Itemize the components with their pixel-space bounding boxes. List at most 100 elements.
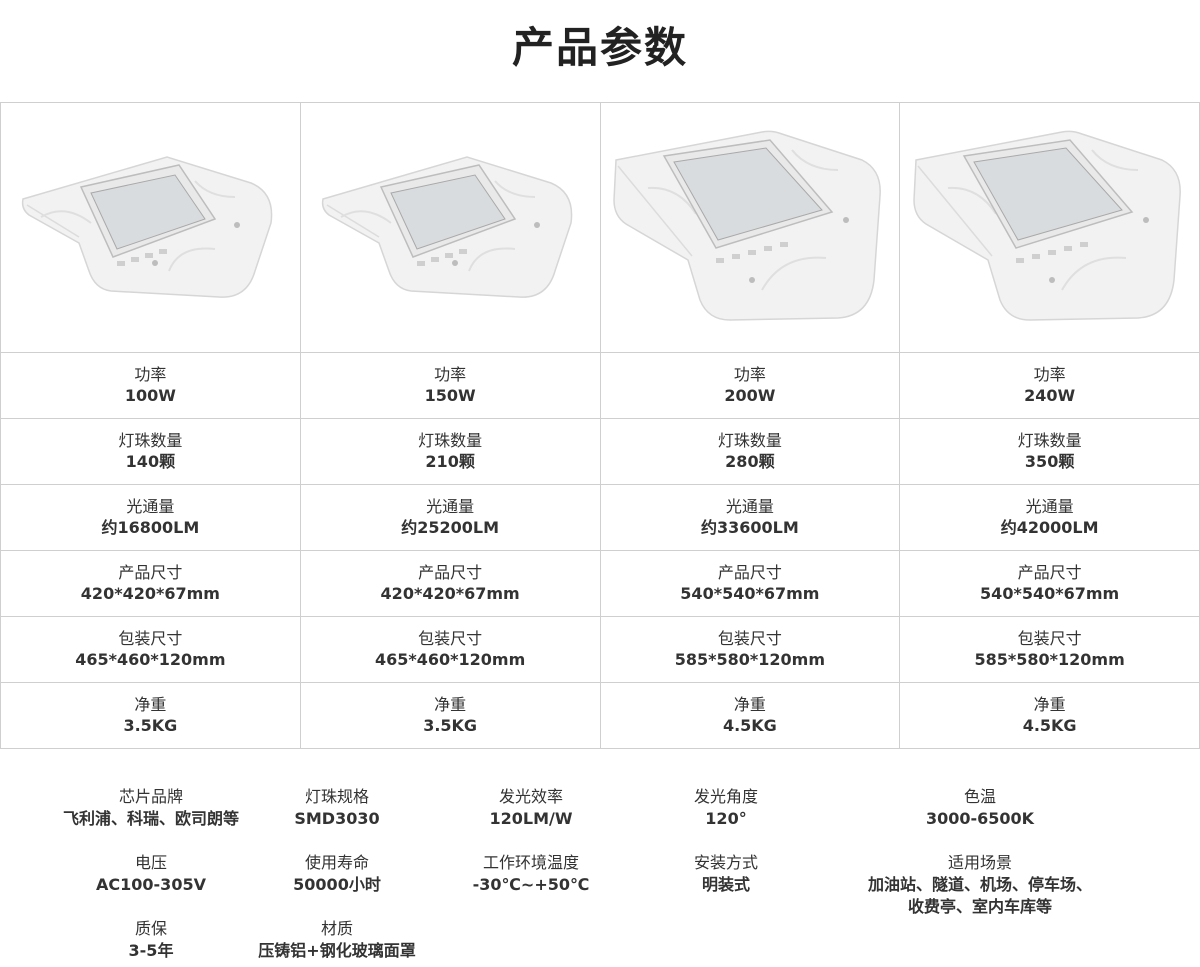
spec-label: 安装方式 xyxy=(693,853,758,872)
chip-brand-spec: 芯片品牌 飞利浦、科瑞、欧司朗等 xyxy=(40,786,262,830)
spec-value: AC100-305V xyxy=(96,875,206,894)
package-size-value: 585*580*120mm xyxy=(974,650,1125,669)
package-size-value: 465*460*120mm xyxy=(75,650,226,669)
material-spec: 材质 压铸铝+钢化玻璃面罩 xyxy=(230,918,444,962)
luminous-flux-label: 光通量 xyxy=(126,497,175,516)
package-size-value: 585*580*120mm xyxy=(674,650,826,669)
led-count-value: 140颗 xyxy=(125,452,176,471)
product-size-label: 产品尺寸 xyxy=(717,563,782,582)
luminous-flux-label: 光通量 xyxy=(1025,497,1074,516)
spec-label: 使用寿命 xyxy=(304,853,369,872)
power-label: 功率 xyxy=(733,365,766,384)
luminous-flux-cell: 光通量约42000LM xyxy=(899,484,1200,551)
led-count-cell: 灯珠数量 140颗 xyxy=(0,418,301,485)
power-label: 功率 xyxy=(434,365,467,384)
led-count-label: 灯珠数量 xyxy=(1017,431,1082,450)
page-title: 产品参数 xyxy=(511,23,688,72)
net-weight-value: 3.5KG xyxy=(123,716,178,735)
led-count-cell: 灯珠数量 350颗 xyxy=(899,418,1200,485)
product-image-cell xyxy=(599,102,901,353)
luminous-flux-value: 约25200LM xyxy=(401,518,500,537)
luminous-flux-value: 约42000LM xyxy=(1000,518,1099,537)
package-size-value: 465*460*120mm xyxy=(374,650,526,669)
spec-label: 发光效率 xyxy=(498,787,563,806)
net-weight-cell: 净重 4.5KG xyxy=(599,682,901,749)
luminous-flux-label: 光通量 xyxy=(426,497,475,516)
luminous-flux-cell: 光通量约16800LM xyxy=(0,484,301,551)
product-image-cell xyxy=(0,102,301,353)
luminous-flux-value: 约33600LM xyxy=(700,518,799,537)
led-count-value: 350颗 xyxy=(1024,452,1075,471)
package-size-cell: 包装尺寸 465*460*120mm xyxy=(0,616,301,683)
spec-label: 质保 xyxy=(134,919,167,938)
efficiency-spec: 发光效率 120LM/W xyxy=(446,786,616,830)
luminous-flux-label: 光通量 xyxy=(725,497,774,516)
led-canopy-light-small-icon xyxy=(22,155,273,298)
product-image-row xyxy=(0,102,1200,353)
installation-spec: 安装方式 明装式 xyxy=(656,852,796,896)
led-canopy-light-large-icon xyxy=(613,130,881,321)
led-count-value: 280颗 xyxy=(725,452,775,471)
led-count-value: 210颗 xyxy=(425,452,475,471)
power-value: 150W xyxy=(424,386,476,405)
spec-label: 芯片品牌 xyxy=(118,787,183,806)
power-value: 200W xyxy=(724,386,776,405)
product-size-cell: 产品尺寸 540*540*67mm xyxy=(599,550,901,617)
spec-value: 明装式 xyxy=(701,875,750,894)
product-image-cell xyxy=(899,102,1200,353)
spec-label: 材质 xyxy=(320,919,353,938)
spec-value: SMD3030 xyxy=(294,809,380,828)
product-size-label: 产品尺寸 xyxy=(1017,563,1082,582)
net-weight-cell: 净重 4.5KG xyxy=(899,682,1200,749)
led-spec: 灯珠规格 SMD3030 xyxy=(262,786,412,830)
spec-value: 压铸铝+钢化玻璃面罩 xyxy=(258,941,416,960)
product-size-value: 540*540*67mm xyxy=(680,584,820,603)
led-count-label: 灯珠数量 xyxy=(717,431,782,450)
voltage-spec: 电压 AC100-305V xyxy=(40,852,262,896)
led-count-label: 灯珠数量 xyxy=(118,431,183,450)
package-size-cell: 包装尺寸 585*580*120mm xyxy=(599,616,901,683)
net-weight-value: 3.5KG xyxy=(423,716,478,735)
power-value: 240W xyxy=(1024,386,1076,405)
spec-label: 适用场景 xyxy=(947,853,1012,872)
power-cell: 功率 200W xyxy=(599,352,901,419)
net-weight-value: 4.5KG xyxy=(722,716,777,735)
spec-label: 工作环境温度 xyxy=(482,853,579,872)
product-image-cell xyxy=(299,102,601,353)
spec-value: -30℃~+50℃ xyxy=(472,875,590,894)
led-canopy-light-large-icon xyxy=(912,130,1181,321)
net-weight-label: 净重 xyxy=(1033,695,1066,714)
spec-value: 120LM/W xyxy=(489,809,573,828)
spec-value: 50000小时 xyxy=(293,875,381,894)
net-weight-cell: 净重 3.5KG xyxy=(299,682,601,749)
spec-value: 120° xyxy=(705,809,747,828)
net-weight-value: 4.5KG xyxy=(1022,716,1077,735)
spec-label: 电压 xyxy=(134,853,167,872)
package-size-row: 包装尺寸 465*460*120mm 包装尺寸 465*460*120mm 包装尺寸… xyxy=(0,616,1200,683)
package-size-label: 包装尺寸 xyxy=(717,629,782,648)
luminous-flux-cell: 光通量约33600LM xyxy=(599,484,901,551)
net-weight-label: 净重 xyxy=(134,695,167,714)
package-size-label: 包装尺寸 xyxy=(1017,629,1082,648)
spec-label: 色温 xyxy=(963,787,996,806)
net-weight-cell: 净重 3.5KG xyxy=(0,682,301,749)
net-weight-label: 净重 xyxy=(434,695,467,714)
spec-value-line2: 收费亭、室内车库等 xyxy=(907,897,1052,916)
power-label: 功率 xyxy=(1033,365,1066,384)
extra-specs: 芯片品牌 飞利浦、科瑞、欧司朗等 灯珠规格 SMD3030 发光效率 120LM… xyxy=(0,786,1200,966)
net-weight-label: 净重 xyxy=(733,695,766,714)
power-cell: 功率 240W xyxy=(899,352,1200,419)
package-size-label: 包装尺寸 xyxy=(118,629,183,648)
spec-label: 灯珠规格 xyxy=(304,787,369,806)
package-size-cell: 包装尺寸 585*580*120mm xyxy=(899,616,1200,683)
working-temp-spec: 工作环境温度 -30℃~+50℃ xyxy=(446,852,616,896)
product-size-value: 420*420*67mm xyxy=(380,584,520,603)
